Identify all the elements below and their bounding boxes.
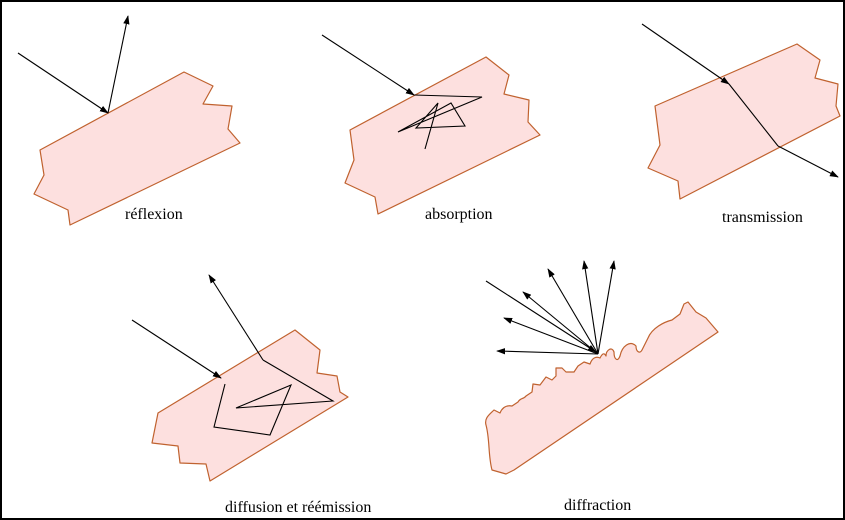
diffracted-ray: [523, 292, 598, 354]
panel-absorption: absorption: [322, 35, 540, 223]
diffracted-ray: [584, 261, 598, 354]
material-slab: [34, 72, 240, 225]
panel-reflection: réflexion: [18, 16, 240, 225]
reflected-ray: [108, 16, 128, 113]
panel-diffraction: diffraction: [486, 261, 718, 514]
incident-ray: [486, 281, 596, 352]
reemitted-ray: [209, 275, 263, 360]
incident-ray: [18, 53, 108, 113]
panel-transmission: transmission: [642, 24, 840, 226]
caption-transmission: transmission: [722, 209, 803, 226]
diffracted-ray: [497, 351, 598, 354]
caption-diffusion: diffusion et réémission: [225, 499, 371, 516]
diffracted-ray: [598, 261, 614, 354]
incident-ray: [642, 24, 729, 84]
caption-diffraction: diffraction: [564, 497, 631, 514]
rough-material-slab: [486, 302, 718, 474]
incident-ray: [132, 320, 221, 378]
caption-reflection: réflexion: [125, 206, 183, 223]
diffracted-ray: [548, 269, 598, 354]
transmitted-ray: [778, 146, 838, 177]
material-slab: [345, 57, 540, 214]
caption-absorption: absorption: [425, 206, 493, 223]
diffracted-rays: [497, 261, 614, 354]
panel-diffusion: diffusion et réémission: [132, 275, 371, 516]
incident-ray: [322, 35, 414, 95]
material-slab: [648, 44, 840, 199]
